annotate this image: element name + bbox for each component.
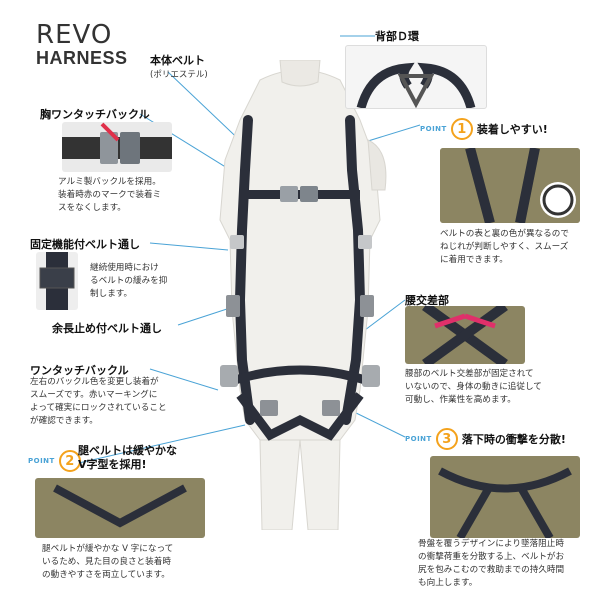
point1-desc-line: に着用できます。 [440, 255, 508, 265]
point2-title-line2: V字型を採用! [78, 458, 147, 471]
fixed-belt-loop-desc-line: るベルトの緩みを抑 [90, 276, 168, 286]
one-touch-buckle-desc-line: スムーズです。赤いマーキングに [30, 390, 158, 400]
point1-desc-line: ねじれが判断しやすく、スムーズ [440, 242, 569, 252]
chest-buckle-photo [62, 122, 172, 172]
point3-heading: POINT 3 落下時の衝撃を分散! [405, 428, 566, 450]
point2-desc-line: の動きやすさを両立しています。 [42, 570, 170, 580]
point3-desc-line: 骨盤を覆うデザインにより墜落阻止時 [418, 539, 564, 549]
point-tag: POINT [405, 435, 432, 443]
chest-buckle-desc: アルミ製バックルを採用。 装着時赤のマークで装着ミ スをなくします。 [58, 176, 198, 215]
one-touch-buckle-desc: 左右のバックル色を変更し装着が スムーズです。赤いマーキングに よって確実にロッ… [30, 376, 200, 428]
fixed-belt-loop-desc-line: 制します。 [90, 289, 133, 299]
point2-heading: POINT 2 [28, 450, 81, 472]
point3-number: 3 [435, 428, 458, 450]
chest-buckle-desc-line: スをなくします。 [58, 203, 126, 213]
waist-cross-desc: 腰部のベルト交差部が固定されて いないので、身体の動きに追従して 可動し、作業性… [405, 368, 555, 407]
point-tag: POINT [28, 457, 55, 465]
label-back-d-ring: 背部Ｄ環 [375, 30, 419, 43]
brand-line1: REVO [36, 20, 113, 50]
point2-desc-line: 腿ベルトが緩やかな V 字になって [42, 544, 174, 554]
point3-desc-line: も向上します。 [418, 578, 478, 588]
point2-desc: 腿ベルトが緩やかな V 字になって いるため、見た目の良さと装着時 の動きやすさ… [42, 543, 202, 582]
label-waist-cross: 腰交差部 [405, 294, 449, 307]
point2-desc-line: いるため、見た目の良さと装着時 [42, 557, 171, 567]
point2-title-line1: 腿ベルトは緩やかな [78, 444, 177, 457]
point2-title: 腿ベルトは緩やかな V字型を採用! [78, 444, 177, 472]
waist-cross-desc-line: いないので、身体の動きに追従して [405, 382, 542, 392]
point3-desc-line: 尻を包みこむので救助までの持久時間 [418, 565, 565, 575]
point2-number: 2 [58, 450, 81, 472]
label-fixed-belt-loop: 固定機能付ベルト通し [30, 238, 140, 251]
point1-photo [440, 148, 580, 223]
label-main-belt: 本体ベルト [150, 54, 205, 67]
point-tag: POINT [420, 125, 447, 133]
label-one-touch-buckle: ワンタッチバックル [30, 364, 129, 377]
fixed-belt-loop-desc: 継続使用時におけ るベルトの緩みを抑 制します。 [90, 262, 190, 301]
label-chest-buckle: 胸ワンタッチバックル [40, 108, 150, 121]
point1-number: 1 [450, 118, 473, 140]
one-touch-buckle-desc-line: 左右のバックル色を変更し装着が [30, 377, 159, 387]
mannequin-harness-photo [200, 60, 400, 530]
point3-photo [430, 456, 580, 538]
point3-desc-line: の衝撃荷重を分散する上、ベルトがお [418, 552, 565, 562]
point2-photo [35, 478, 205, 538]
chest-buckle-desc-line: アルミ製バックルを採用。 [58, 177, 161, 187]
back-d-ring-photo [345, 45, 487, 109]
one-touch-buckle-desc-line: が確認できます。 [30, 416, 98, 426]
waist-cross-desc-line: 可動し、作業性を高めます。 [405, 395, 516, 405]
waist-cross-desc-line: 腰部のベルト交差部が固定されて [405, 369, 534, 379]
point3-title: 落下時の衝撃を分散! [461, 433, 566, 446]
point3-desc: 骨盤を覆うデザインにより墜落阻止時 の衝撃荷重を分散する上、ベルトがお 尻を包み… [418, 538, 593, 590]
chest-buckle-desc-line: 装着時赤のマークで装着ミ [58, 190, 162, 200]
fixed-belt-loop-photo [36, 252, 78, 310]
waist-cross-photo [405, 306, 525, 364]
point1-heading: POINT 1 装着しやすい! [420, 118, 548, 140]
label-slack-stop-loop: 余長止め付ベルト通し [52, 322, 162, 335]
one-touch-buckle-desc-line: よって確実にロックされていること [30, 403, 167, 413]
brand-line2: HARNESS [36, 48, 128, 68]
point1-desc-line: ベルトの表と裏の色が異なるので [440, 229, 569, 239]
label-main-belt-sub: (ポリエステル) [150, 70, 208, 80]
point1-title: 装着しやすい! [476, 123, 548, 136]
point1-desc: ベルトの表と裏の色が異なるので ねじれが判断しやすく、スムーズ に着用できます。 [440, 228, 590, 267]
fixed-belt-loop-desc-line: 継続使用時におけ [90, 263, 159, 273]
